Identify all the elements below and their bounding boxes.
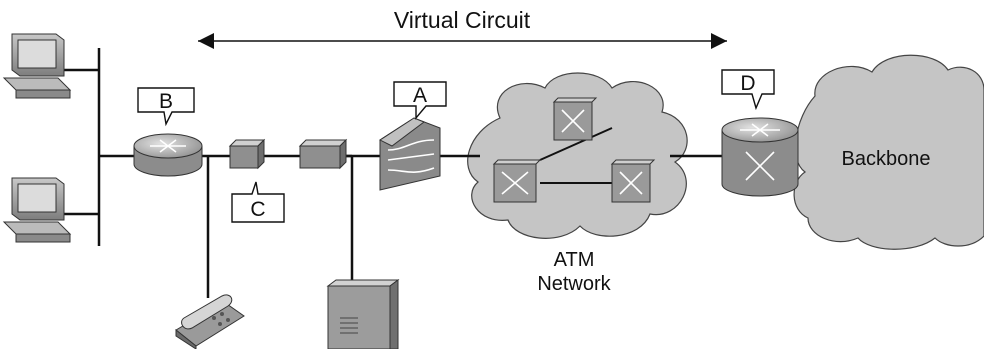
callout-b: B bbox=[137, 87, 195, 127]
callout-c: C bbox=[231, 181, 285, 223]
workstation-icon bbox=[2, 33, 72, 99]
atm-core-switch-icon bbox=[492, 159, 542, 203]
telephone-icon bbox=[175, 294, 245, 349]
atm-core-switch-icon bbox=[552, 97, 598, 141]
server-icon bbox=[326, 279, 400, 349]
router-icon bbox=[133, 133, 203, 177]
wan-links bbox=[200, 154, 722, 298]
callout-a-label: A bbox=[413, 84, 427, 107]
atm-core-switch-icon bbox=[610, 159, 656, 203]
csu-dsu-icon bbox=[298, 138, 348, 170]
atm-network-label-line2: Network bbox=[537, 273, 611, 295]
callout-d-label: D bbox=[740, 72, 755, 95]
callout-b-label: B bbox=[159, 90, 173, 113]
workstation-icon bbox=[2, 177, 72, 243]
callout-d: D bbox=[721, 69, 775, 111]
layer3-switch-icon bbox=[721, 117, 799, 197]
csu-dsu-icon bbox=[228, 138, 266, 170]
backbone-label: Backbone bbox=[842, 148, 931, 170]
callout-a: A bbox=[393, 81, 447, 120]
virtual-circuit-label: Virtual Circuit bbox=[394, 7, 531, 33]
atm-internal-links bbox=[539, 127, 613, 184]
callout-c-label: C bbox=[250, 198, 265, 221]
atm-network-label-line1: ATM bbox=[554, 249, 595, 271]
ethernet-bus bbox=[60, 48, 134, 246]
atm-switch-icon bbox=[378, 117, 441, 191]
